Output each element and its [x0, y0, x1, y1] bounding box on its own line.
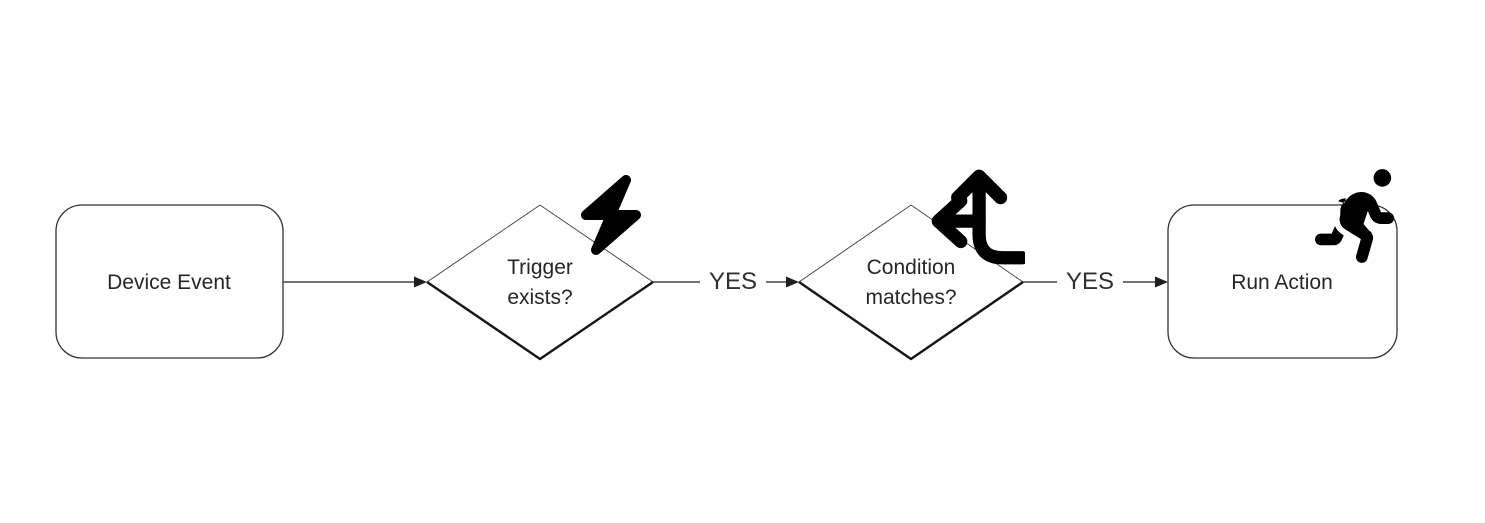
condition-matches-label-line1: Condition [866, 256, 956, 279]
split-arrows-icon [931, 169, 1025, 265]
arrowhead-icon [414, 276, 427, 288]
trigger-exists-diamond-shadow-edge [426, 281, 654, 361]
condition-matches-diamond-shadow-edge [798, 281, 1024, 361]
running-person-icon [1315, 169, 1395, 263]
arrowhead-icon [786, 276, 799, 288]
run-action-box [1167, 204, 1398, 359]
lightning-bolt-icon [580, 174, 642, 256]
condition-matches-label: Condition matches? [865, 253, 956, 313]
run-action-label: Run Action [1231, 271, 1333, 294]
trigger-exists-label-line2: exists? [507, 286, 573, 309]
arrowhead-icon [1155, 276, 1168, 288]
edge-device-to-trigger [283, 276, 427, 288]
trigger-exists-label: Trigger exists? [507, 253, 573, 313]
device-event-label: Device Event [107, 271, 231, 294]
condition-matches-label-line2: matches? [865, 286, 957, 309]
edge-label-yes-1: YES [699, 268, 767, 296]
node-run-action [1167, 204, 1398, 359]
edge-label-yes-2: YES [1056, 268, 1124, 296]
trigger-exists-label-line1: Trigger [507, 256, 573, 279]
